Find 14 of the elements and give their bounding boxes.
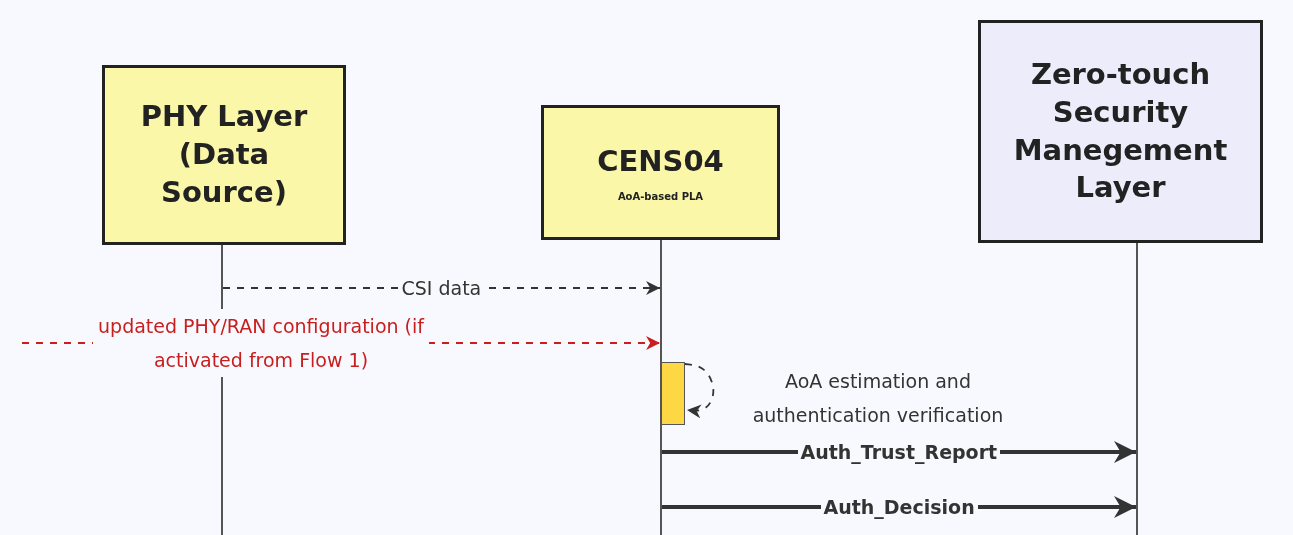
participant-title: CENS04 <box>596 143 725 181</box>
participant-box <box>102 65 346 245</box>
participant-box <box>978 20 1263 243</box>
lifeline <box>1136 243 1138 535</box>
participant-box <box>541 105 780 240</box>
participant-title: Zero-touch Security Manegement Layer <box>1012 56 1229 207</box>
self-message-arrow <box>684 363 715 419</box>
message-note: AoA estimation and authentication verification <box>751 369 1005 428</box>
activation-bar <box>661 362 685 425</box>
message-label: Auth_Decision <box>820 496 978 518</box>
participant-title: PHY Layer (Data Source) <box>139 98 309 211</box>
message-label: Auth_Trust_Report <box>797 441 1001 463</box>
participant-subtitle: AoA-based PLA <box>617 190 704 202</box>
message-label: updated PHY/RAN configuration (if activated from Flow 1) <box>93 309 429 377</box>
